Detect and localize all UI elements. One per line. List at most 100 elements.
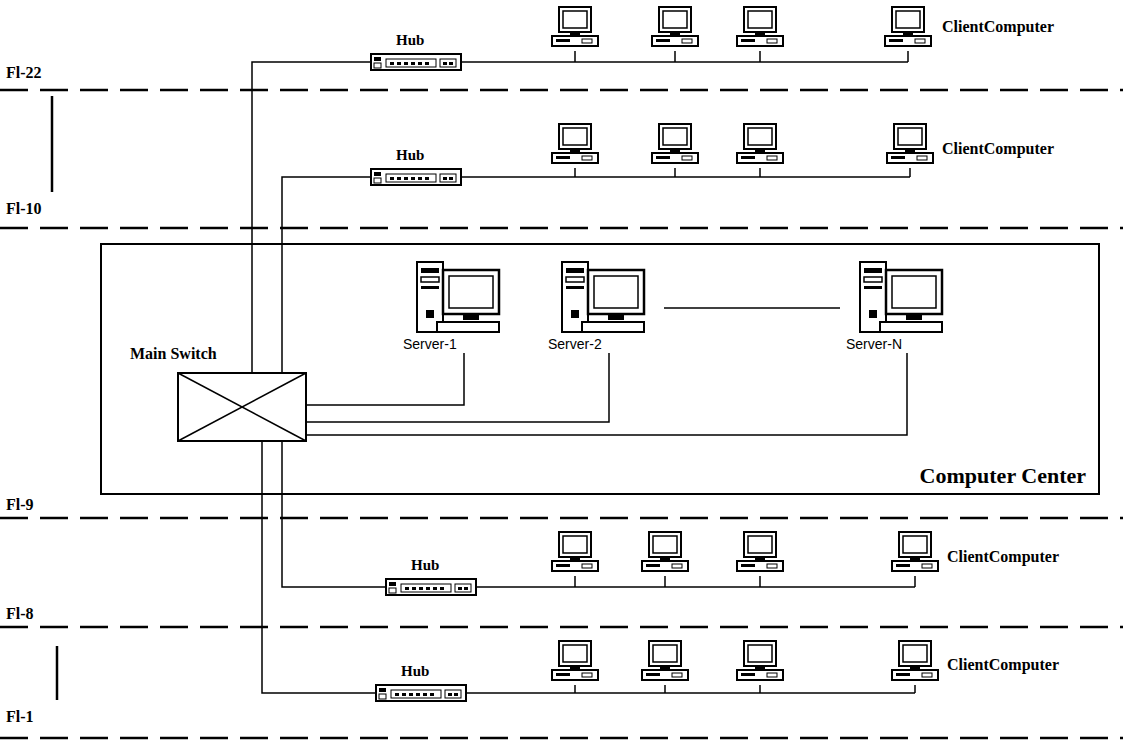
client-label: ClientComputer bbox=[942, 140, 1054, 158]
server-keyboard bbox=[880, 322, 942, 332]
hub-port bbox=[426, 587, 430, 590]
hub-uplink bbox=[440, 174, 456, 182]
server-drive bbox=[864, 277, 882, 282]
network-cable bbox=[664, 307, 840, 309]
hub-uplink-port bbox=[458, 587, 462, 590]
hub-uplink-port bbox=[449, 62, 453, 65]
hub-foot bbox=[374, 178, 381, 183]
hub-icon bbox=[370, 53, 462, 71]
server-stand bbox=[608, 314, 624, 320]
floor-label: Fl-22 bbox=[6, 64, 42, 82]
server-drive bbox=[566, 268, 584, 273]
hub-port bbox=[430, 693, 434, 696]
server-stand bbox=[463, 314, 479, 320]
network-cable bbox=[282, 177, 370, 372]
client-label: ClientComputer bbox=[947, 656, 1059, 674]
hub-port bbox=[397, 62, 401, 65]
hub-panel bbox=[391, 690, 441, 698]
server-drive bbox=[864, 286, 882, 289]
server-screen bbox=[449, 276, 493, 308]
network-cable bbox=[282, 442, 385, 587]
server-node: Server-1 bbox=[397, 260, 519, 353]
hub-port bbox=[416, 693, 420, 696]
hub-node: Hub bbox=[375, 684, 467, 702]
network-cable bbox=[307, 353, 609, 422]
hub-port bbox=[411, 62, 415, 65]
switch-node: Main Switch bbox=[177, 372, 307, 442]
hub-port bbox=[405, 587, 409, 590]
hub-icon bbox=[375, 684, 467, 702]
server-button bbox=[426, 310, 434, 318]
hub-uplink-port bbox=[464, 587, 468, 590]
hub-uplink-port bbox=[454, 693, 458, 696]
hub-name: Hub bbox=[396, 147, 424, 164]
hub-port bbox=[418, 177, 422, 180]
server-icon bbox=[840, 260, 944, 336]
server-name: Server-2 bbox=[542, 336, 664, 353]
switch-cross bbox=[178, 373, 306, 441]
floor-label: Fl-9 bbox=[6, 496, 34, 514]
network-cable bbox=[262, 442, 375, 693]
hub-body bbox=[371, 54, 461, 70]
hub-led bbox=[374, 57, 381, 61]
server-button bbox=[869, 310, 877, 318]
server-node: Server-N bbox=[840, 260, 962, 353]
server-drive bbox=[566, 277, 584, 282]
server-drive bbox=[421, 277, 439, 282]
hub-led bbox=[389, 582, 396, 586]
hub-foot bbox=[374, 63, 381, 68]
hub-port bbox=[425, 177, 429, 180]
server-stand bbox=[906, 314, 922, 320]
server-screen bbox=[594, 276, 638, 308]
hub-panel bbox=[386, 59, 436, 67]
floor-range-bar bbox=[52, 96, 57, 700]
server-monitor bbox=[886, 270, 942, 314]
network-cable bbox=[252, 62, 370, 372]
center-name: Computer Center bbox=[920, 463, 1086, 489]
hub-uplink bbox=[445, 690, 461, 698]
hub-port bbox=[397, 177, 401, 180]
hub-icon bbox=[370, 168, 462, 186]
server-drive bbox=[421, 268, 439, 273]
server-monitor bbox=[588, 270, 644, 314]
hub-body bbox=[386, 579, 476, 595]
server-drive bbox=[421, 286, 439, 289]
switch-name: Main Switch bbox=[130, 345, 217, 363]
hub-name: Hub bbox=[411, 557, 439, 574]
hub-port bbox=[440, 587, 444, 590]
hub-port bbox=[419, 587, 423, 590]
floor-label: Fl-1 bbox=[6, 708, 34, 726]
switch-body bbox=[178, 373, 306, 441]
hub-node: Hub bbox=[385, 578, 477, 596]
hub-port bbox=[412, 587, 416, 590]
hub-panel bbox=[401, 584, 451, 592]
server-icon bbox=[397, 260, 501, 336]
hub-port bbox=[411, 177, 415, 180]
server-name: Server-N bbox=[840, 336, 962, 353]
hub-uplink-port bbox=[448, 693, 452, 696]
hub-icon bbox=[385, 578, 477, 596]
hub-node: Hub bbox=[370, 53, 462, 71]
region-box: Computer Center Main Switch Server-1Server… bbox=[100, 243, 1100, 495]
client-label: ClientComputer bbox=[947, 548, 1059, 566]
hub-port bbox=[423, 693, 427, 696]
hub-port bbox=[402, 693, 406, 696]
hub-foot bbox=[379, 694, 386, 699]
hub-name: Hub bbox=[401, 663, 429, 680]
hub-uplink bbox=[455, 584, 471, 592]
hub-uplink bbox=[440, 59, 456, 67]
switch-cross bbox=[178, 373, 306, 441]
hub-port bbox=[409, 693, 413, 696]
hub-port bbox=[425, 62, 429, 65]
server-monitor bbox=[443, 270, 499, 314]
client-wire bbox=[462, 51, 915, 693]
floor-label: Fl-10 bbox=[6, 200, 42, 218]
server-keyboard bbox=[437, 322, 499, 332]
hub-port bbox=[395, 693, 399, 696]
hub-name: Hub bbox=[396, 32, 424, 49]
hub-body bbox=[376, 685, 466, 701]
server-drive bbox=[566, 286, 584, 289]
hub-node: Hub bbox=[370, 168, 462, 186]
hub-port bbox=[418, 62, 422, 65]
